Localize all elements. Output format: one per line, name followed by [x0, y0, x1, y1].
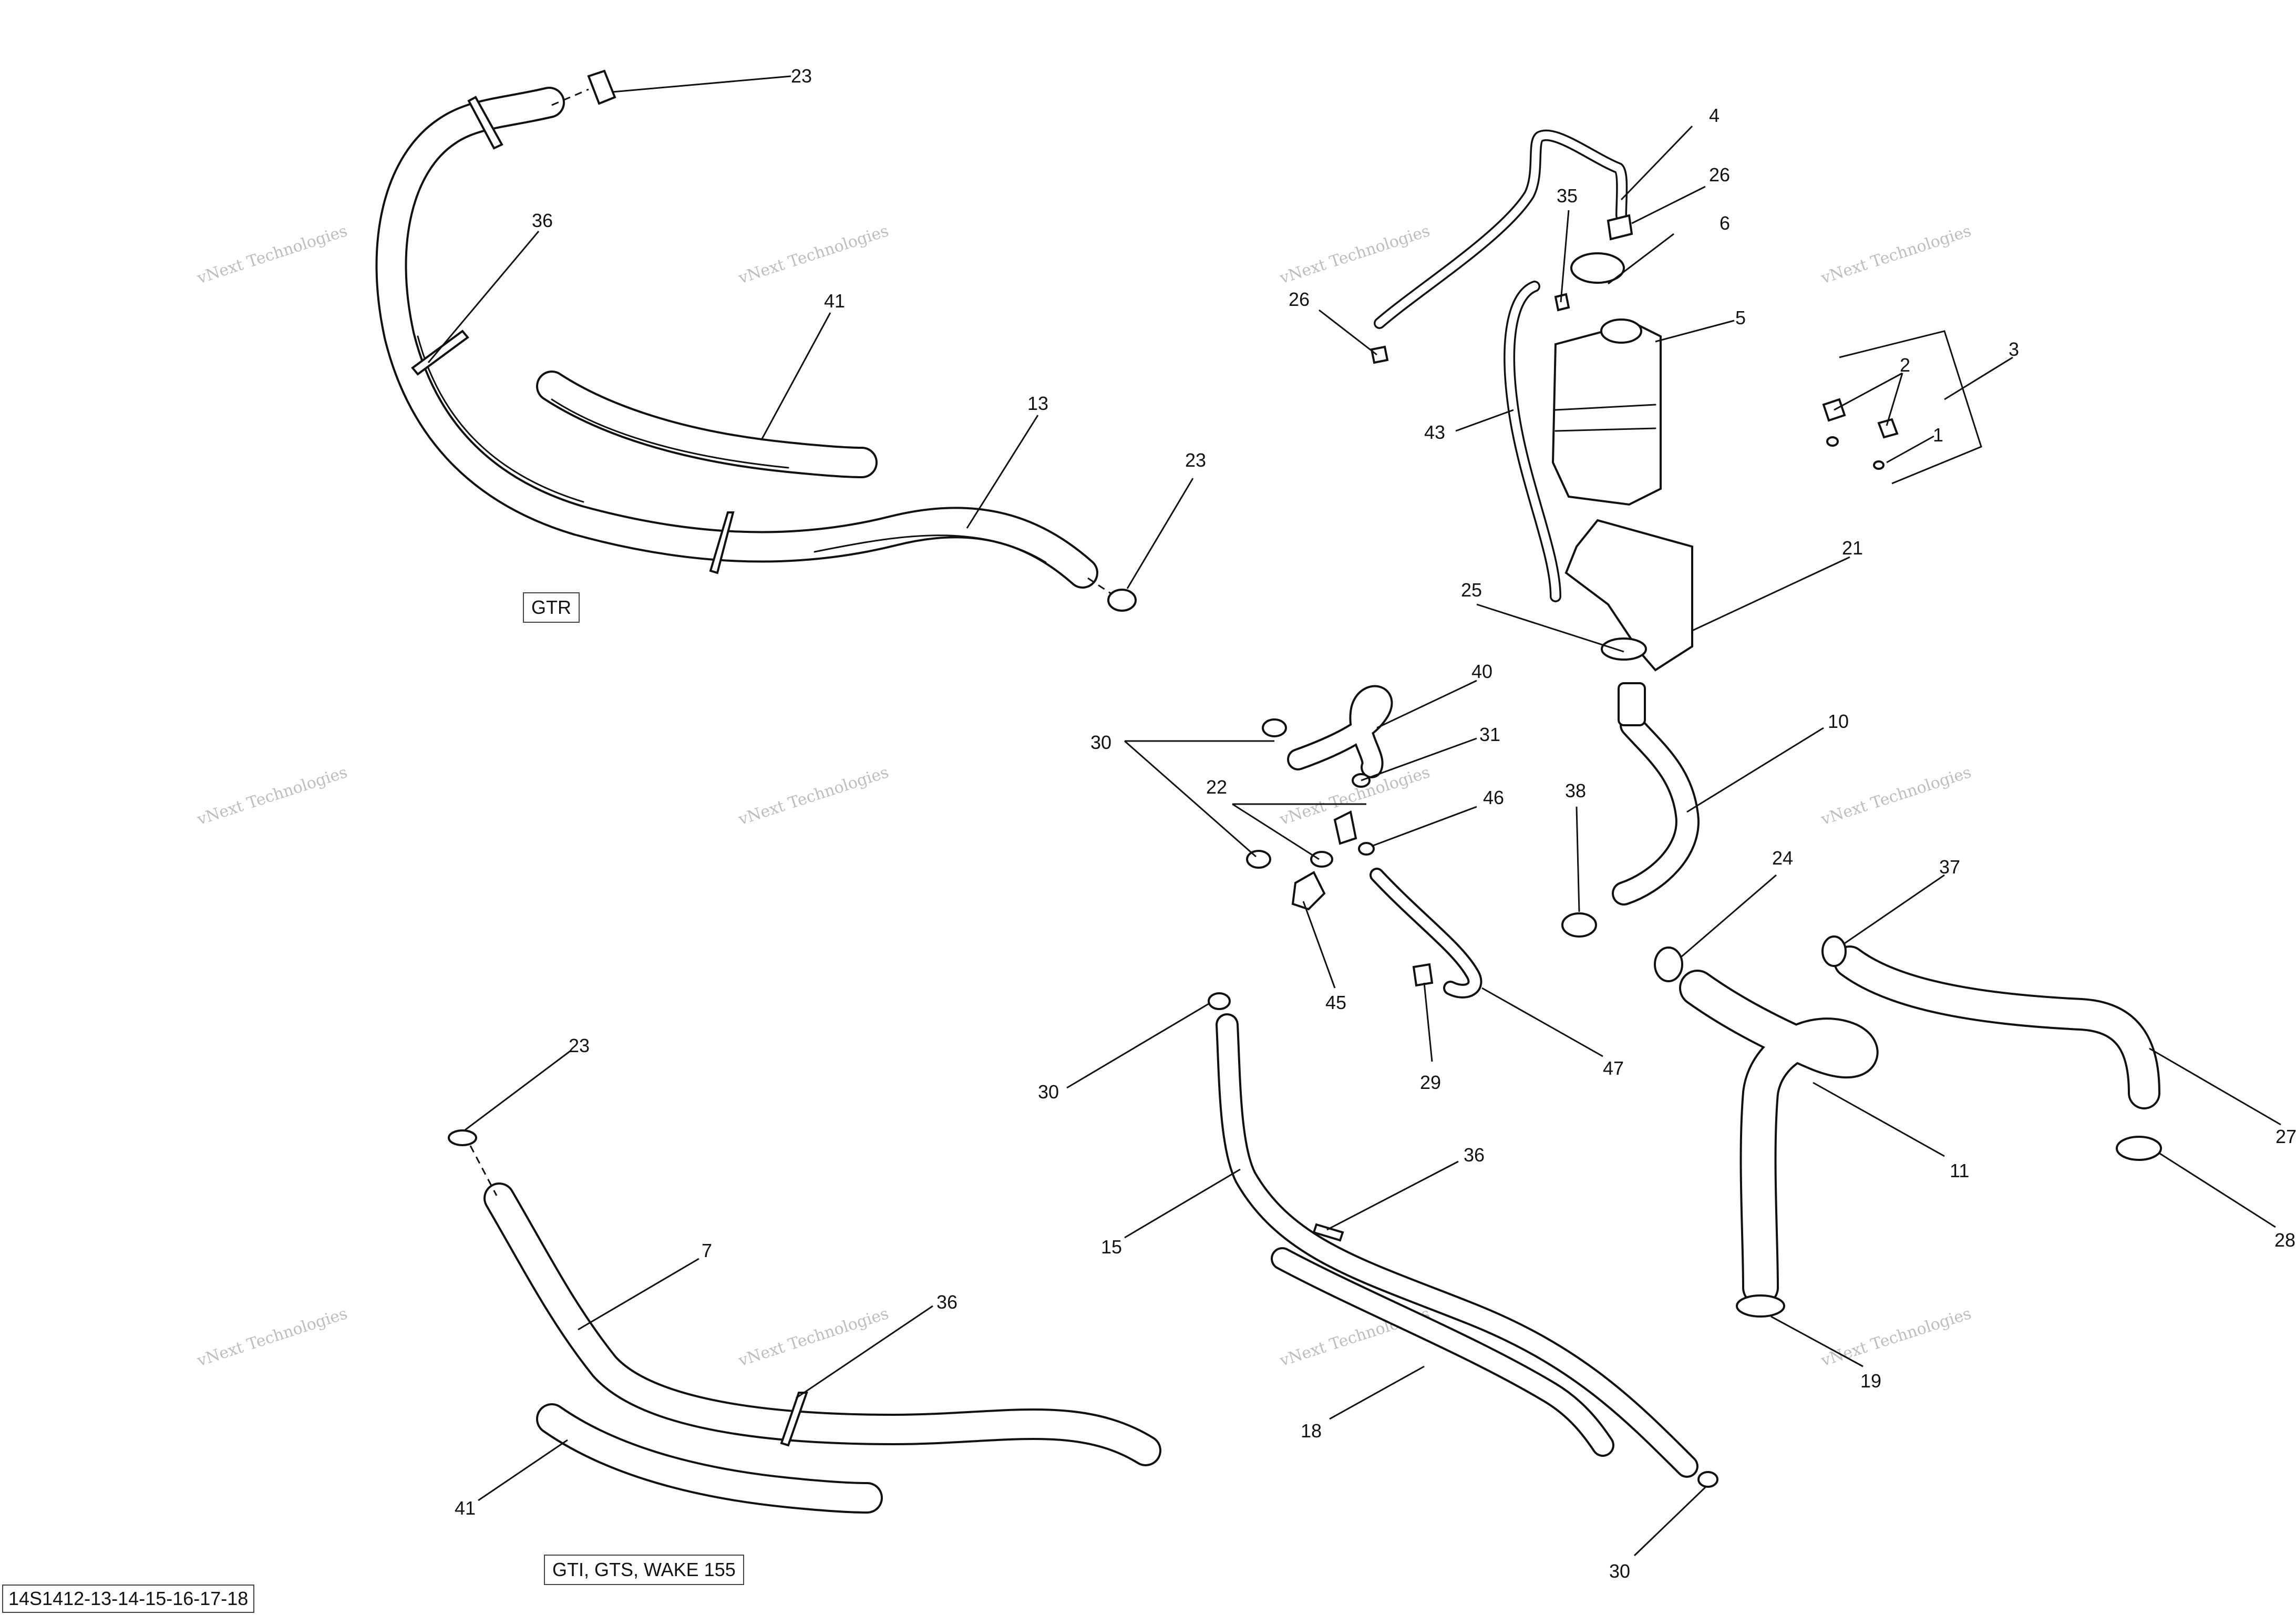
callout-10: 10: [1828, 711, 1849, 732]
watermark-text: vNext Technologies: [1277, 763, 1432, 829]
callout-37: 37: [1939, 856, 1960, 878]
callout-28: 28: [2274, 1229, 2295, 1251]
callout-13: 13: [1027, 393, 1048, 414]
clamp-23-right: [1087, 577, 1137, 612]
callout-30: 30: [1090, 732, 1111, 753]
callout-29: 29: [1420, 1072, 1441, 1093]
watermarks: vNext Technologies vNext Technologies vN…: [194, 222, 1973, 1371]
watermark-text: vNext Technologies: [736, 222, 891, 288]
variant-label-gti-gts-wake: GTI, GTS, WAKE 155: [544, 1555, 744, 1585]
callout-19: 19: [1860, 1370, 1881, 1392]
watermark-text: vNext Technologies: [736, 763, 891, 829]
callout-35: 35: [1557, 185, 1578, 207]
callout-7: 7: [702, 1240, 712, 1261]
gti-hose-assembly: [448, 1129, 1161, 1514]
callout-6: 6: [1720, 212, 1730, 234]
callout-43: 43: [1424, 421, 1445, 443]
watermark-text: vNext Technologies: [194, 222, 349, 288]
callout-36: 36: [532, 210, 553, 231]
callout-21: 21: [1842, 537, 1863, 559]
bottom-center-hoses: [1208, 992, 1718, 1488]
callout-4: 4: [1709, 105, 1720, 126]
callout-36: 36: [936, 1291, 957, 1313]
callout-30: 30: [1038, 1081, 1059, 1103]
callout-27: 27: [2276, 1126, 2296, 1147]
watermark-text: vNext Technologies: [1818, 763, 1973, 829]
clamp-23-top: [551, 69, 616, 106]
callout-46: 46: [1483, 787, 1504, 808]
callout-5: 5: [1735, 307, 1746, 328]
watermark-text: vNext Technologies: [1818, 1304, 1973, 1371]
right-hose-assembly: [1654, 935, 2162, 1318]
callout-3: 3: [2009, 338, 2019, 360]
callout-2: 2: [1900, 354, 1910, 376]
callout-30: 30: [1609, 1560, 1630, 1582]
callout-38: 38: [1565, 780, 1586, 801]
callout-18: 18: [1301, 1420, 1322, 1442]
callout-25: 25: [1461, 579, 1482, 601]
drawing-reference: 14S1412-13-14-15-16-17-18: [2, 1585, 255, 1613]
watermark-text: vNext Technologies: [1818, 222, 1973, 288]
callout-41: 41: [824, 290, 845, 312]
watermark-text: vNext Technologies: [1277, 222, 1432, 288]
callout-45: 45: [1325, 992, 1346, 1013]
callout-23: 23: [569, 1035, 590, 1056]
callout-47: 47: [1603, 1057, 1624, 1079]
callout-24: 24: [1772, 847, 1793, 869]
watermark-text: vNext Technologies: [194, 1304, 349, 1371]
gtr-hose-assembly: [375, 69, 1137, 612]
callout-40: 40: [1471, 661, 1492, 682]
callout-31: 31: [1479, 724, 1500, 745]
watermark-text: vNext Technologies: [194, 763, 349, 829]
callout-41: 41: [455, 1497, 476, 1519]
callout-26: 26: [1289, 289, 1310, 310]
callout-23: 23: [791, 65, 812, 87]
variant-label-gtr: GTR: [523, 592, 580, 623]
callout-15: 15: [1101, 1236, 1122, 1258]
callout-11: 11: [1950, 1160, 1969, 1181]
callout-numbers: 23 36 41 13 23 4 35 26 6 26 5 43 3 2 1 2…: [455, 65, 2296, 1582]
middle-hose-assembly: [1246, 682, 1700, 999]
coolant-tank-assembly: [1370, 129, 1693, 672]
callout-22: 22: [1206, 776, 1227, 798]
callout-23: 23: [1185, 449, 1206, 471]
callout-26: 26: [1709, 164, 1730, 186]
callout-1: 1: [1933, 424, 1943, 446]
leader-lines: [427, 75, 2281, 1557]
watermark-text: vNext Technologies: [736, 1304, 891, 1371]
callout-36: 36: [1464, 1144, 1485, 1166]
